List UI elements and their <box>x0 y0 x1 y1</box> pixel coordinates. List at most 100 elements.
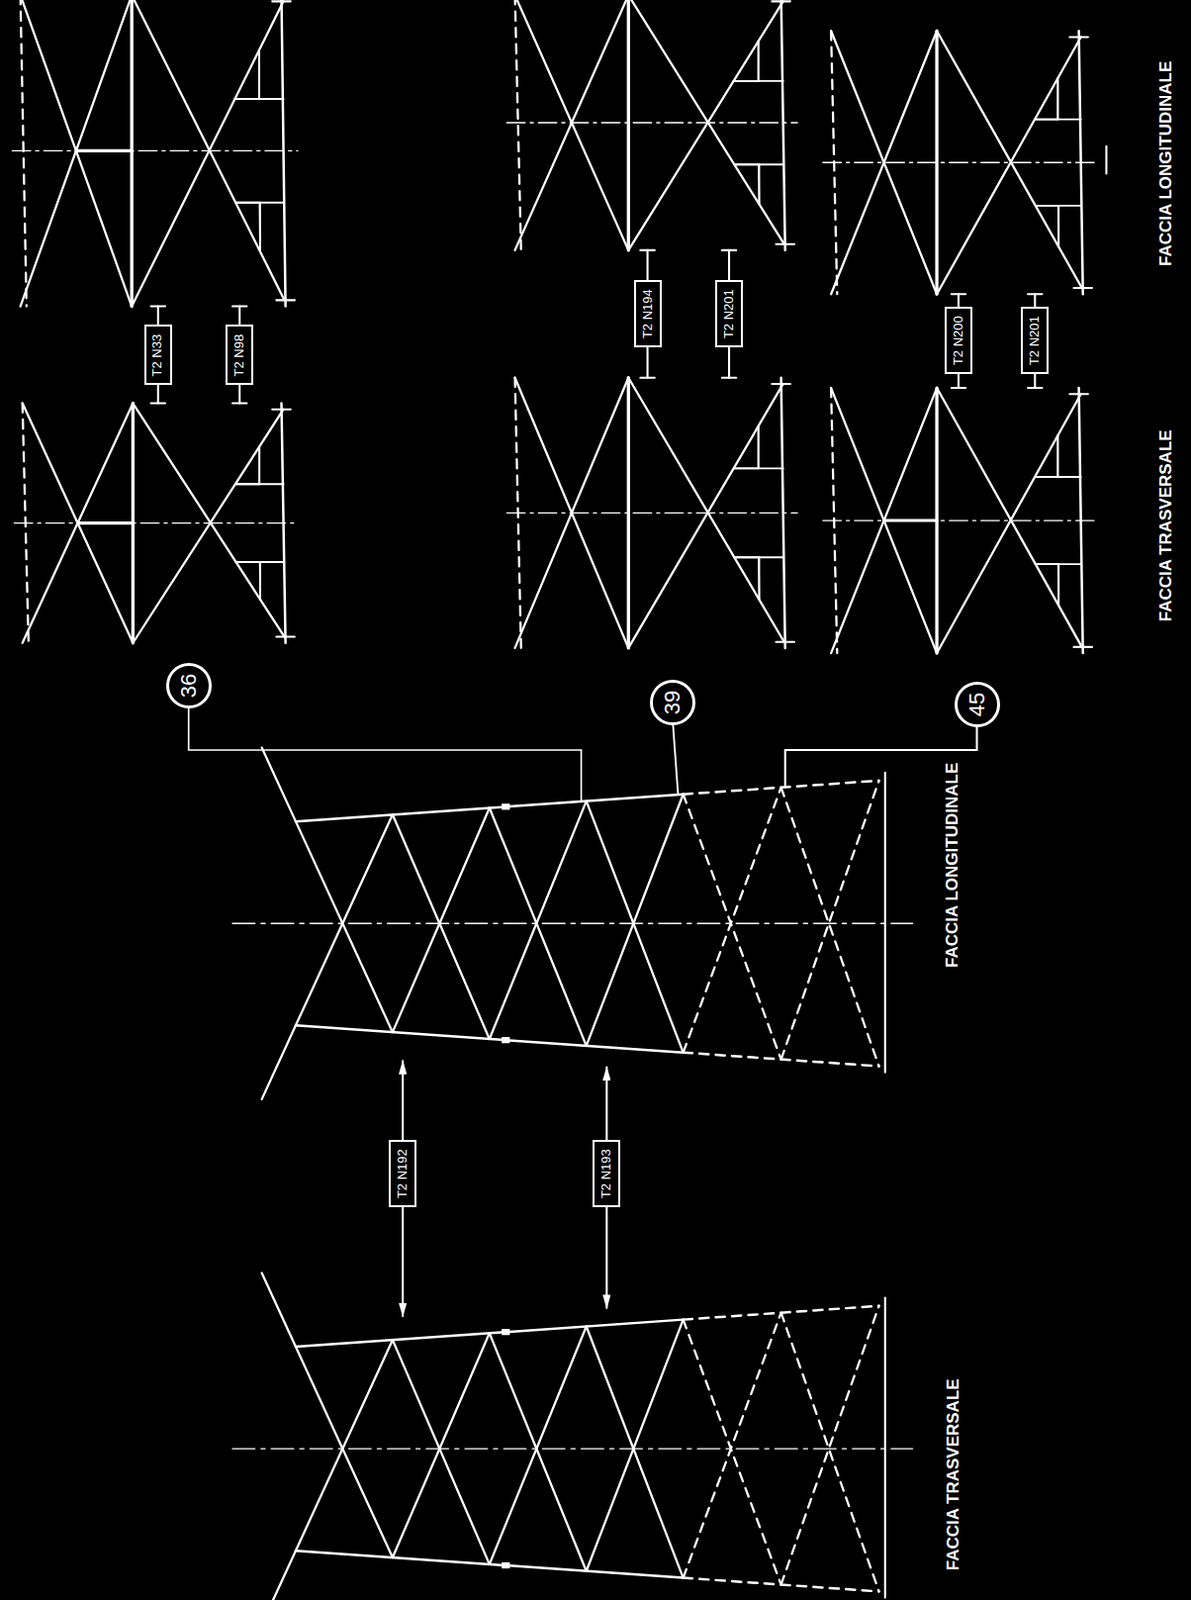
redundant-member <box>733 163 759 166</box>
detail-diagonal <box>20 0 133 307</box>
view-label: FACCIA TRASVERSALE <box>943 1377 963 1570</box>
tie-tick <box>232 401 247 404</box>
redundant-member <box>1057 78 1060 120</box>
redundant-member <box>259 561 262 600</box>
redundant-member <box>758 556 761 600</box>
tower-diagonal <box>586 801 684 1053</box>
tower-diagonal <box>781 1305 880 1585</box>
callout-number: 36 <box>177 673 201 698</box>
tower-diagonal <box>392 807 490 1032</box>
redundant-member <box>757 426 760 469</box>
detail-strut <box>78 521 134 525</box>
redundant-member <box>757 164 760 204</box>
tower-diagonal <box>295 821 393 1032</box>
redundant-member <box>259 202 262 252</box>
tower-arm <box>262 747 296 823</box>
axis-line <box>11 150 298 152</box>
detail-diagonal <box>628 383 783 648</box>
detail-diagonal <box>132 409 283 643</box>
tie-tick <box>951 292 966 295</box>
redundant-member <box>236 560 262 563</box>
member-box: T2 N192 <box>388 1139 417 1207</box>
detail-diagonal <box>628 377 784 642</box>
member-tag: T2 N201 <box>722 288 736 339</box>
tie-tick <box>151 401 166 404</box>
detail-tick <box>272 0 291 2</box>
tower-diagonal <box>489 1332 587 1570</box>
member-tag: T2 N193 <box>599 1148 614 1198</box>
leader-line <box>188 708 582 802</box>
member-box: T2 N201 <box>1020 306 1049 374</box>
leg-mark <box>501 803 510 810</box>
redundant-member <box>258 446 261 484</box>
tower-diagonal <box>392 1332 490 1558</box>
detail-diagonal <box>131 0 283 306</box>
detail-strut <box>627 0 631 251</box>
redundant-member <box>235 482 260 485</box>
tower-diagonal <box>781 1312 880 1592</box>
view-label: FACCIA LONGITUDINALE <box>1157 60 1177 266</box>
redundant-member <box>1057 205 1060 248</box>
tower-diagonal <box>489 801 587 1039</box>
redundant-member <box>258 446 261 484</box>
member-box: T2 N98 <box>225 324 254 385</box>
tower-diagonal <box>586 794 684 1046</box>
redundant-member <box>1057 435 1060 477</box>
tie-tick <box>722 249 736 252</box>
tower-diagonal <box>683 794 782 1060</box>
redundant-member <box>758 164 761 204</box>
redundant-member <box>234 97 260 100</box>
detail-diagonal <box>628 0 784 245</box>
detail-strut <box>76 149 132 153</box>
redundant-member <box>1034 118 1058 121</box>
tower-diagonal <box>295 814 393 1025</box>
redundant-member <box>258 50 261 99</box>
redundant-member <box>259 202 262 252</box>
redundant-member <box>1057 563 1060 606</box>
detail-leg <box>281 0 286 307</box>
axis-line <box>506 512 798 514</box>
redundant-member <box>1057 205 1060 248</box>
axis-line <box>823 519 1096 521</box>
tie-tick <box>1027 386 1042 389</box>
callout-circle: 36 <box>166 662 212 709</box>
member-box: T2 N33 <box>144 324 173 385</box>
mark <box>1104 146 1107 175</box>
detail-diagonal <box>131 0 284 300</box>
detail-leg <box>781 0 786 251</box>
tower-diagonal <box>683 1312 782 1578</box>
detail-diagonal <box>515 0 630 251</box>
axis-line <box>823 162 1096 164</box>
view-label: FACCIA TRASVERSALE <box>1157 429 1177 622</box>
tower-diagonal <box>392 1339 490 1564</box>
tie-tick <box>232 305 247 308</box>
detail-leg <box>515 0 522 251</box>
detail-diagonal <box>936 393 1082 653</box>
tower-diagonal <box>781 780 880 1060</box>
redundant-member <box>757 41 760 82</box>
detail-diagonal <box>936 30 1083 288</box>
base-line <box>884 1297 887 1598</box>
detail-diagonal <box>20 0 133 307</box>
member-tag: T2 N192 <box>395 1148 410 1198</box>
redundant-member <box>1035 562 1059 565</box>
axis-line <box>232 922 914 924</box>
detail-tick <box>771 0 791 2</box>
tie-tick <box>951 386 966 389</box>
redundant-member <box>733 555 759 558</box>
axis-line <box>13 522 298 524</box>
leg-mark <box>501 1036 510 1043</box>
member-box: T2 N200 <box>944 306 973 374</box>
detail-tick <box>1069 392 1089 395</box>
tie-tick <box>640 376 654 379</box>
leg-mark <box>501 1328 510 1335</box>
member-box: T2 N201 <box>715 279 743 348</box>
tie-tick <box>151 305 166 308</box>
tower-diagonal <box>295 1346 393 1558</box>
member-tag: T2 N98 <box>232 334 247 377</box>
redundant-member <box>757 41 760 82</box>
redundant-member <box>757 426 760 469</box>
detail-strut <box>130 0 134 307</box>
redundant-member <box>1034 475 1058 478</box>
